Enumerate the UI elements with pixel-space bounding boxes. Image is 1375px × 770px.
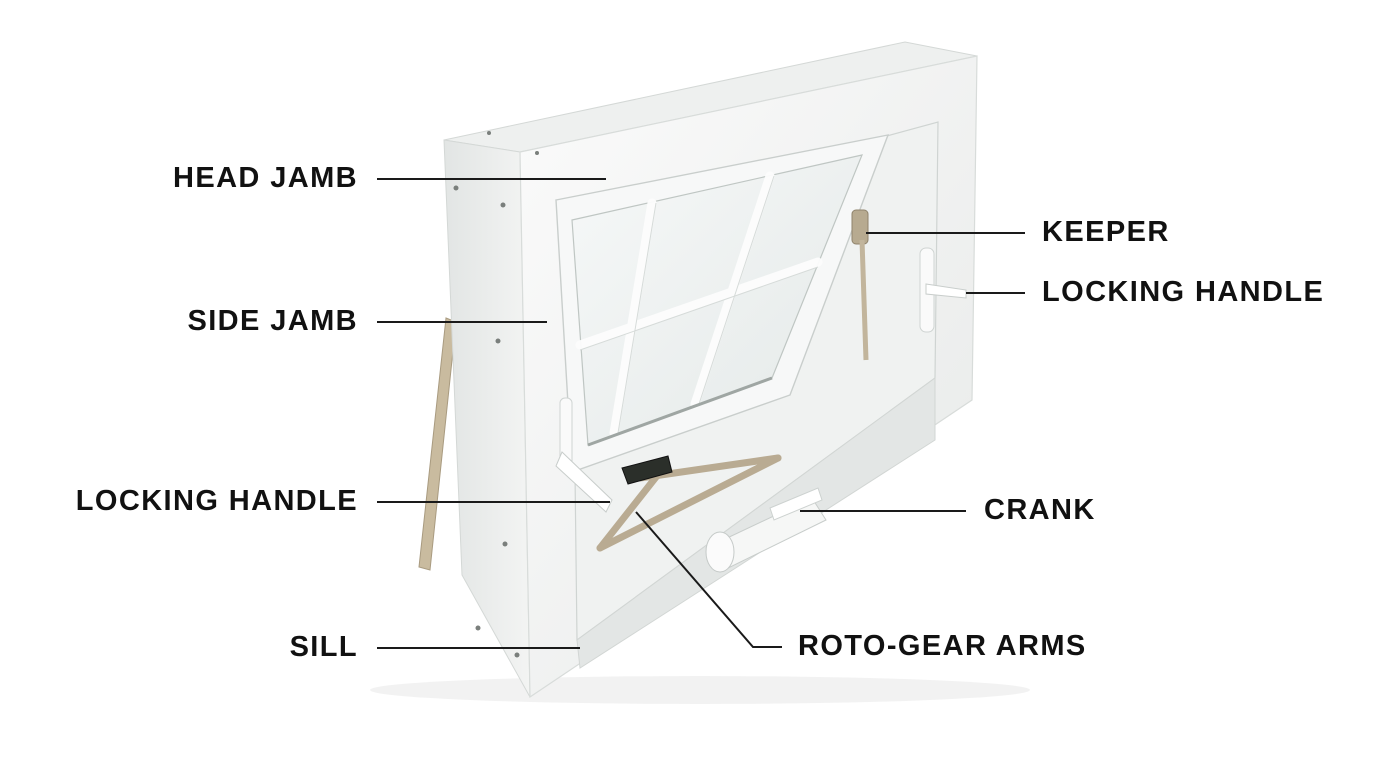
label-side-jamb: SIDE JAMB xyxy=(187,305,358,337)
leader-roto-gear-arms xyxy=(635,511,782,648)
side-jamb-depth-face xyxy=(443,139,531,698)
label-head-jamb: HEAD JAMB xyxy=(173,162,358,194)
label-keeper: KEEPER xyxy=(1042,216,1170,248)
crank xyxy=(705,487,827,573)
leader-lines xyxy=(377,178,1025,649)
left-locking-handle xyxy=(555,397,613,513)
label-roto-gear-arms: ROTO-GEAR ARMS xyxy=(798,630,1087,662)
exterior-support-strut xyxy=(418,317,457,571)
gear-operator xyxy=(621,455,673,485)
right-locking-handle xyxy=(919,247,967,333)
label-sill: SILL xyxy=(289,631,358,663)
keeper-hardware xyxy=(851,209,869,361)
label-locking-handle-left: LOCKING HANDLE xyxy=(75,485,358,517)
window-grilles xyxy=(575,171,823,438)
label-locking-handle-right: LOCKING HANDLE xyxy=(1042,276,1325,308)
fastener-screws xyxy=(453,131,539,658)
floor-shadow xyxy=(370,676,1030,704)
sill-surface xyxy=(576,377,936,669)
label-crank: CRANK xyxy=(984,494,1096,526)
